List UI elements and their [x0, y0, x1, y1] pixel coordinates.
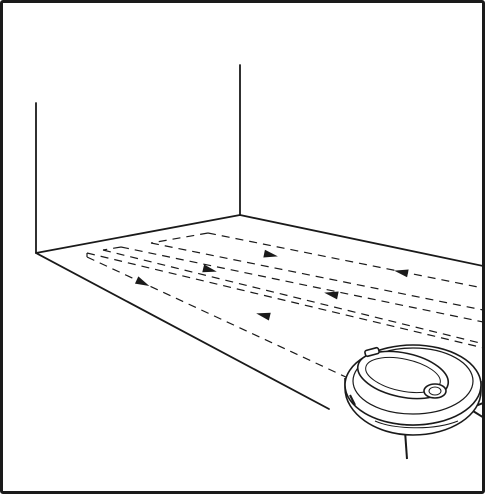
path-lane [207, 232, 482, 289]
room-diagram [35, 64, 482, 460]
direction-arrow-right [263, 249, 278, 258]
robot-side-sensor [349, 394, 356, 406]
robot-top-ring [352, 347, 474, 415]
path-lane [150, 242, 482, 311]
path-lane [86, 256, 349, 379]
path-arrows [134, 249, 409, 321]
robot-top-panel-inner [365, 356, 441, 394]
side-brush-bristle [404, 430, 408, 460]
cleaning-path [86, 232, 482, 379]
direction-arrow-right [202, 264, 217, 273]
path-lane [86, 252, 482, 349]
floor-back-right-edge [239, 214, 482, 267]
direction-arrow-left [394, 269, 409, 278]
path-turn [150, 232, 209, 244]
direction-arrow-right [134, 276, 150, 286]
robot-button [423, 383, 447, 399]
direction-arrow-left [256, 312, 271, 321]
robot-rear-lip [374, 420, 459, 429]
robot-button-inner [428, 386, 442, 396]
floor-back-left-edge [35, 214, 241, 254]
robot-vacuum [344, 344, 482, 460]
robot-front-tab [364, 346, 380, 358]
path-turn [102, 246, 122, 251]
floor-front-edge [35, 252, 330, 410]
path-lane [102, 249, 482, 345]
side-brush-bristle [472, 410, 482, 418]
direction-arrow-left [324, 291, 339, 300]
room-walls [35, 64, 482, 410]
path-lane [120, 246, 482, 323]
